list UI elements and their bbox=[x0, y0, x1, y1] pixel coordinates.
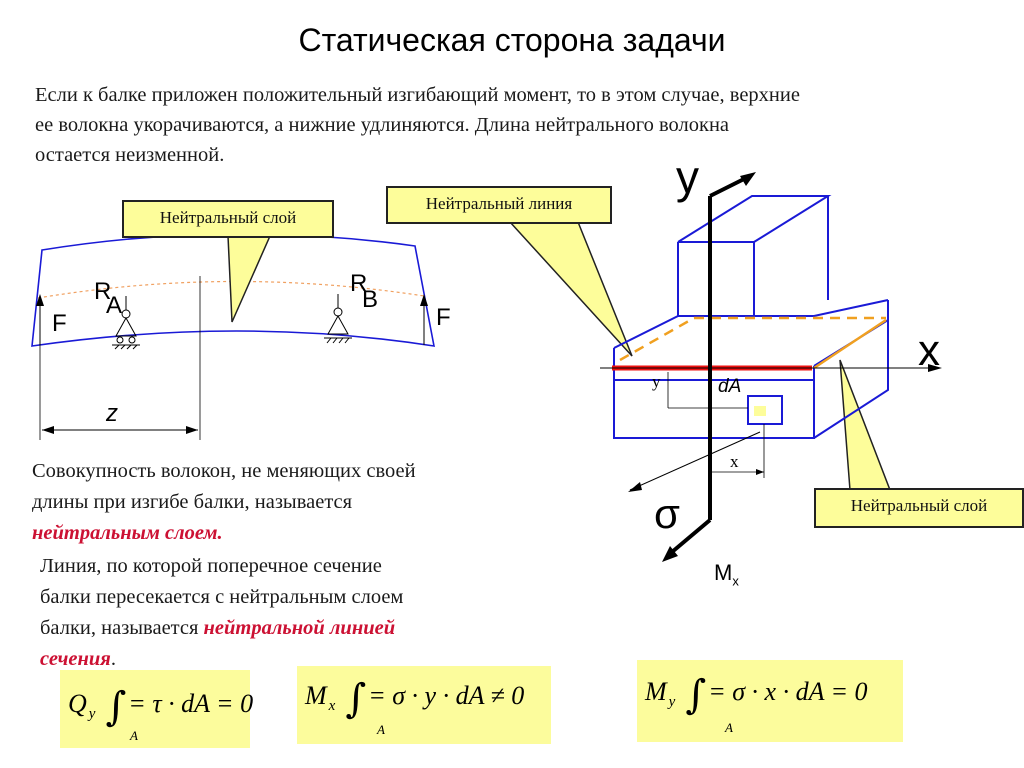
formula-qy-limit: A bbox=[130, 728, 138, 743]
definition1-term: нейтральным слоем. bbox=[32, 522, 223, 544]
definition-neutral-line: Линия, по которой поперечное сечение бал… bbox=[40, 551, 510, 675]
callout-neutral-layer-left: Нейтральный слой bbox=[122, 200, 334, 238]
element-da bbox=[747, 395, 783, 425]
moment-label: Mx bbox=[714, 560, 739, 589]
force-label-left: F bbox=[52, 310, 67, 337]
force-label-right: F bbox=[436, 304, 451, 331]
reaction-label-a-sub: A bbox=[106, 292, 123, 319]
definition-neutral-layer: Совокупность волокон, не меняющих своей … bbox=[32, 456, 532, 549]
coord-y-label: y bbox=[652, 372, 661, 391]
element-label: dA bbox=[718, 376, 742, 397]
slide-title: Статическая сторона задачи bbox=[298, 22, 726, 58]
definition2-line-2: балки пересекается с нейтральным слоем bbox=[40, 586, 404, 608]
reaction-label-b-sub: B bbox=[362, 286, 379, 313]
neutral-plane-dashed bbox=[619, 316, 886, 362]
coord-x-label: x bbox=[730, 452, 739, 471]
definition2-line-3: балки, называется нейтральной линией bbox=[40, 617, 396, 639]
formula-my-limit: A bbox=[725, 720, 733, 735]
distance-label: z bbox=[106, 400, 118, 427]
reaction-label-a: R bbox=[94, 278, 112, 305]
sigma-label: σ bbox=[654, 490, 680, 537]
formula-mx-limit: A bbox=[377, 722, 385, 737]
reaction-label-b: R bbox=[350, 270, 368, 297]
definition1-line-2: длины при изгибе балки, называется bbox=[32, 491, 353, 513]
axis-sigma bbox=[629, 431, 761, 491]
callout-pointer-neutral-line bbox=[508, 221, 633, 357]
callout-pointer-left bbox=[227, 235, 272, 323]
callout-neutral-layer-right: Нейтральный слой bbox=[814, 488, 1024, 528]
definition1-line-1: Совокупность волокон, не меняющих своей bbox=[32, 460, 416, 482]
intro-paragraph: Если к балке приложен положительный изги… bbox=[35, 80, 995, 170]
axis-x-label: x bbox=[918, 326, 940, 375]
intro-line-2: ее волокна укорачиваются, а нижние удлин… bbox=[35, 114, 730, 136]
definition2-line-4: сечения. bbox=[40, 648, 116, 670]
support-b bbox=[324, 294, 352, 344]
callout-pointer-right bbox=[839, 359, 892, 491]
axis-y-label: y bbox=[676, 151, 699, 203]
definition2-line-1: Линия, по которой поперечное сечение bbox=[40, 555, 382, 577]
t-section bbox=[613, 195, 889, 439]
intro-line-3: остается неизменной. bbox=[35, 144, 225, 166]
support-a bbox=[112, 296, 140, 350]
intro-line-1: Если к балке приложен положительный изги… bbox=[35, 84, 800, 106]
moment-arrow bbox=[670, 518, 712, 554]
callout-neutral-line: Нейтральный линия bbox=[386, 186, 612, 224]
